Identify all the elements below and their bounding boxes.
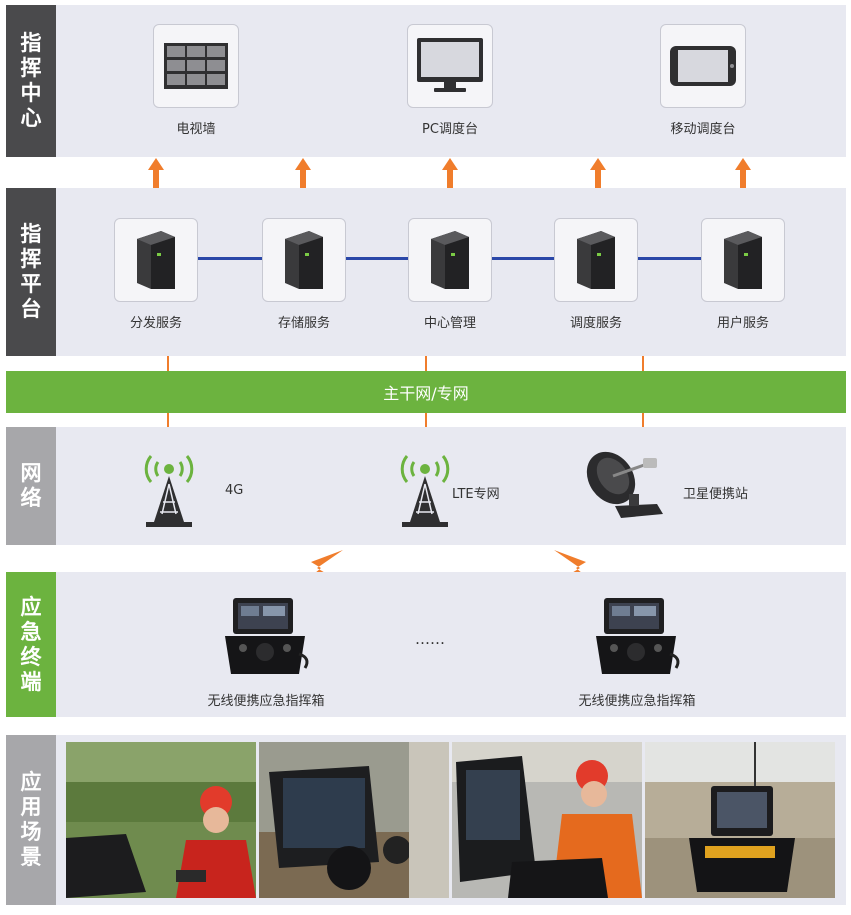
server-link (198, 257, 262, 260)
terminal-label-2: 无线便携应急指挥箱 (578, 694, 696, 709)
server-icon (285, 231, 323, 289)
server-box-dispatch (554, 218, 638, 302)
network-label-4g: 4G (225, 483, 244, 498)
server-box-management (408, 218, 492, 302)
double-arrow-icon (590, 158, 606, 208)
terminal-ellipsis: …… (415, 630, 445, 648)
connector-line (167, 413, 169, 427)
server-link (492, 257, 554, 260)
connector-line (425, 356, 427, 371)
server-box-user (701, 218, 785, 302)
video-wall-box (153, 24, 239, 108)
command-center-tab: 指挥中心 (6, 5, 56, 157)
double-arrow-icon (442, 158, 458, 208)
mobile-phone-icon (670, 46, 736, 86)
server-label-storage: 存储服务 (277, 316, 330, 331)
command-case-icon (225, 598, 309, 674)
server-label-distribution: 分发服务 (129, 316, 182, 331)
network-label-lte: LTE专网 (452, 487, 500, 502)
backbone-network-bar: 主干网/专网 (6, 371, 846, 413)
double-arrow-icon (295, 158, 311, 208)
server-box-distribution (114, 218, 198, 302)
terminal-band (6, 572, 846, 717)
network-label-satellite: 卫星便携站 (683, 487, 749, 502)
network-tab: 网络 (6, 427, 56, 545)
connector-line (642, 356, 644, 371)
server-box-storage (262, 218, 346, 302)
mobile-console-label: 移动调度台 (670, 122, 736, 137)
server-label-dispatch: 调度服务 (569, 316, 622, 331)
monitor-icon (417, 38, 483, 92)
scenario-photo-1 (66, 742, 256, 898)
server-label-user: 用户服务 (716, 316, 769, 331)
double-arrow-icon (148, 158, 164, 208)
connector-line (167, 356, 169, 371)
server-label-management: 中心管理 (423, 316, 476, 331)
server-icon (577, 231, 615, 289)
satellite-dish-icon (586, 451, 663, 518)
scenario-photo-2 (259, 742, 449, 898)
terminal-label: 应急终端 (20, 594, 42, 694)
double-arrow-icon (735, 158, 751, 208)
terminal-label-1: 无线便携应急指挥箱 (207, 694, 325, 709)
command-platform-tab: 指挥平台 (6, 188, 56, 356)
server-icon (724, 231, 762, 289)
server-link (638, 257, 701, 260)
pc-console-box (407, 24, 493, 108)
scenario-photo-4 (645, 742, 835, 898)
network-label: 网络 (20, 461, 42, 510)
command-case-icon (596, 598, 680, 674)
terminal-tab: 应急终端 (6, 572, 56, 717)
command-platform-label: 指挥平台 (20, 222, 42, 321)
video-wall-label: 电视墙 (176, 122, 216, 137)
server-icon (137, 231, 175, 289)
scenario-tab: 应用场景 (6, 735, 56, 905)
signal-tower-icon (144, 455, 194, 527)
server-icon (431, 231, 469, 289)
command-center-label: 指挥中心 (20, 31, 42, 130)
video-wall-icon (164, 43, 228, 89)
mobile-console-box (660, 24, 746, 108)
connector-line (642, 413, 644, 427)
server-link (346, 257, 408, 260)
connector-line (425, 413, 427, 427)
backbone-label: 主干网/专网 (383, 384, 469, 403)
scenario-photo-3 (452, 742, 642, 898)
signal-tower-icon (400, 455, 450, 527)
pc-console-label: PC调度台 (422, 122, 478, 137)
scenario-label: 应用场景 (20, 770, 42, 869)
